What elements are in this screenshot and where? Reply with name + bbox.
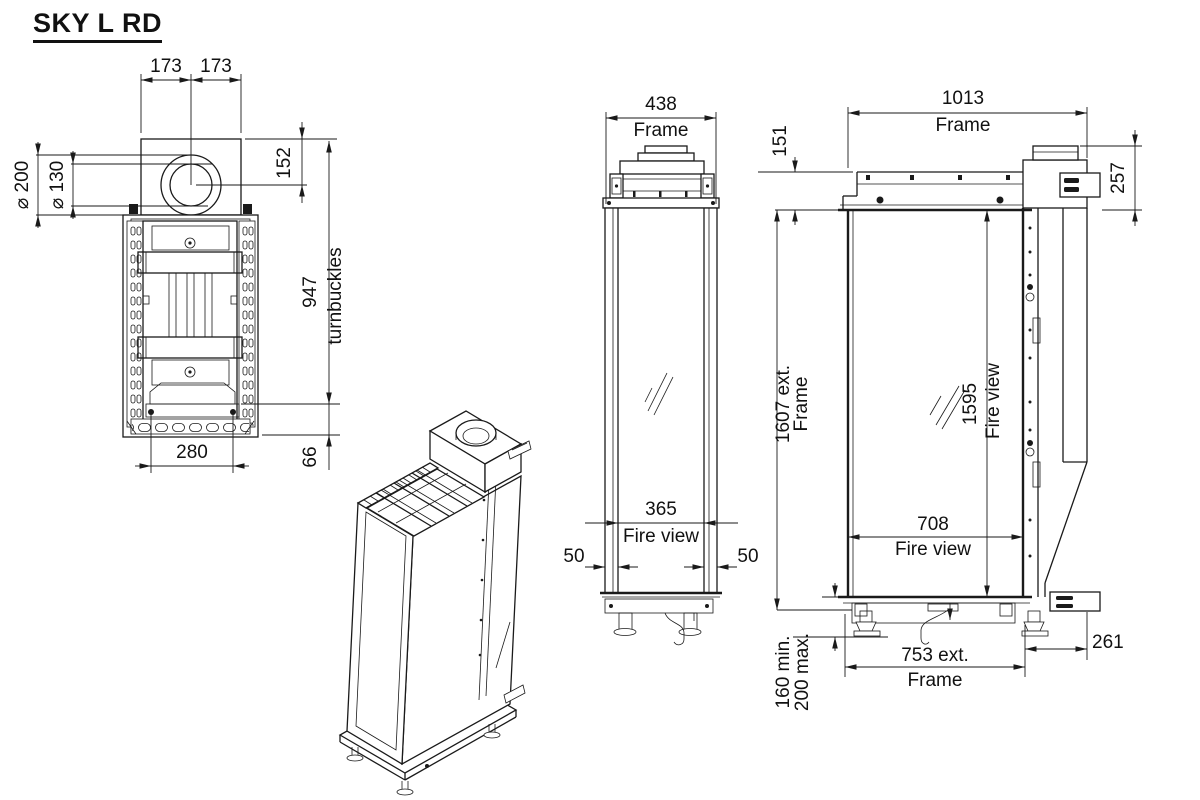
dim-fire-width: 708 Fire view <box>848 514 1023 560</box>
dim-flue-offset: 152 <box>196 122 337 203</box>
dim-label: 438 <box>645 94 677 115</box>
dim-label: ⌀ 130 <box>47 161 68 209</box>
dim-label: Fire view <box>623 526 699 547</box>
dim-flue-height: 257 <box>1080 130 1142 226</box>
dim-label: Frame <box>791 377 812 432</box>
dim-fire-width: 365 Fire view <box>585 499 738 547</box>
dim-label: 173 <box>150 56 182 77</box>
side-view: 1013 Frame 257 151 1607 ext <box>758 88 1142 711</box>
dim-base-width: 280 <box>135 414 249 473</box>
dim-label: 66 <box>300 446 321 467</box>
dim-label: ⌀ 200 <box>12 161 33 209</box>
dim-frame-width: 438 Frame <box>605 94 717 204</box>
dim-label: 753 ext. <box>901 645 969 666</box>
dim-ext-height: 1607 ext. Frame <box>773 210 852 611</box>
dim-label: Frame <box>908 670 963 691</box>
dim-label: 173 <box>200 56 232 77</box>
dim-label: 1607 ext. <box>773 365 794 443</box>
dim-frame-width: 1013 Frame <box>847 88 1088 168</box>
dim-label: 261 <box>1092 632 1124 653</box>
dim-label: Fire view <box>983 363 1004 439</box>
dim-top-offset: 151 <box>758 125 853 225</box>
dim-label: 1595 <box>960 383 981 425</box>
dim-label: 1013 <box>942 88 984 109</box>
dim-body-height: 947 turnbuckles 66 <box>241 141 346 470</box>
dim-label: 365 <box>645 499 677 520</box>
dim-label: 160 min. <box>773 636 794 709</box>
isometric-view <box>338 410 532 796</box>
dim-label: 50 <box>737 546 758 567</box>
dim-side-strips: 50 50 <box>563 546 759 570</box>
top-view: 173 173 ⌀ 200 ⌀ 130 <box>12 56 346 473</box>
dim-label: Fire view <box>895 539 971 560</box>
dim-label: Frame <box>936 115 991 136</box>
dim-label: 50 <box>563 546 584 567</box>
dim-flue-diameters: ⌀ 200 ⌀ 130 <box>12 142 212 228</box>
dim-base-width: 753 ext. Frame <box>844 614 1026 691</box>
dim-label: 947 <box>300 276 321 308</box>
dim-top-halves: 173 173 <box>140 56 242 185</box>
dim-label: 200 max. <box>792 633 813 711</box>
dim-label: 257 <box>1108 162 1129 194</box>
dim-label: 152 <box>274 147 295 179</box>
dim-label: turnbuckles <box>325 247 346 344</box>
dim-label: 280 <box>176 442 208 463</box>
dim-label: 708 <box>917 514 949 535</box>
dim-base-depth: 261 <box>1025 612 1124 660</box>
front-view: 438 Frame 365 Fire view 50 50 <box>563 94 759 646</box>
dim-fire-height: 1595 Fire view <box>960 210 1004 597</box>
dim-label: 151 <box>770 125 791 157</box>
page-title: SKY L RD <box>33 8 163 43</box>
dim-feet-adjust: 160 min. 200 max. <box>773 583 888 711</box>
dim-label: Frame <box>634 120 689 141</box>
